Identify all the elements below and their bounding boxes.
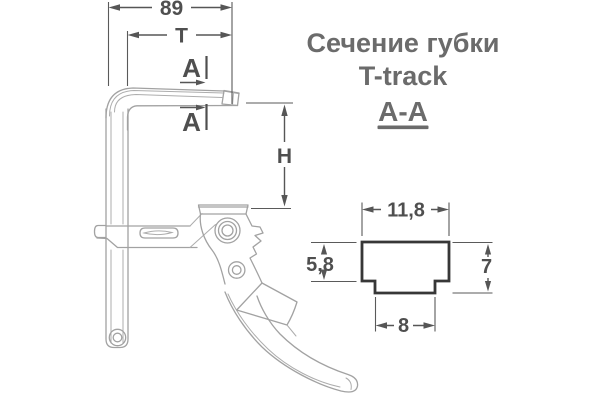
dimension-89: 89 bbox=[107, 0, 233, 104]
arrowhead-left-icon bbox=[108, 4, 120, 11]
jaw-bend-second-edge bbox=[109, 89, 225, 117]
arrowhead-left-icon bbox=[362, 206, 374, 213]
handle-outer-edge bbox=[224, 291, 359, 393]
dimension-T: T bbox=[126, 25, 232, 86]
lever-pin-inner bbox=[231, 265, 242, 275]
section-ref-label: A-A bbox=[378, 96, 428, 127]
release-blade-edge bbox=[286, 324, 297, 337]
arrowhead-left-icon bbox=[375, 322, 387, 329]
jaw-outer-edge bbox=[105, 87, 240, 119]
page-subtitle: T-track bbox=[359, 61, 449, 91]
fixed-jaw-arm bbox=[105, 87, 240, 131]
section-view: 11,8 5,8 7 bbox=[306, 200, 493, 337]
section-ref-underline bbox=[377, 125, 429, 130]
slide-arm-slot bbox=[139, 227, 179, 239]
section-cut-marker-bottom: A bbox=[180, 104, 208, 137]
slide-arm-bottom-edge bbox=[96, 237, 198, 249]
body-left-edge bbox=[199, 213, 226, 285]
section-cut-label-bottom: A bbox=[182, 107, 201, 137]
rail-hole-outer bbox=[108, 328, 127, 347]
dim-top-width-label: 11,8 bbox=[387, 200, 425, 222]
dimension-7: 7 bbox=[452, 241, 493, 294]
dim-H-label: H bbox=[277, 145, 292, 168]
lever-handle bbox=[224, 282, 359, 393]
arrowhead-up-icon bbox=[320, 244, 328, 255]
lever-pin-outer bbox=[227, 261, 246, 279]
view-direction-arrow-icon bbox=[196, 104, 206, 111]
arrowhead-down-icon bbox=[484, 281, 492, 292]
arrowhead-down-icon bbox=[320, 269, 328, 280]
lever-mechanism bbox=[189, 204, 264, 285]
page-title: Сечение губки bbox=[306, 28, 499, 58]
jaw-bottom-edge bbox=[126, 104, 239, 131]
view-direction-arrow-icon bbox=[196, 79, 206, 86]
release-blade bbox=[236, 282, 298, 326]
dim-89-label: 89 bbox=[160, 0, 183, 20]
jaw-face-edge bbox=[114, 93, 223, 113]
jaw-profile-shape bbox=[360, 240, 451, 295]
slide-arm-slot-inner bbox=[142, 230, 174, 236]
dimension-5-8: 5,8 bbox=[306, 241, 357, 283]
dim-T-label: T bbox=[175, 25, 188, 48]
dimension-11-8: 11,8 bbox=[361, 200, 450, 236]
pivot-pin-outer bbox=[214, 217, 241, 244]
rail-outline bbox=[105, 108, 129, 349]
pivot-pin-mid bbox=[217, 220, 238, 241]
arrowhead-up-icon bbox=[484, 244, 492, 255]
handle-inner-line bbox=[227, 293, 341, 388]
slide-bracket-tab bbox=[93, 224, 107, 239]
arrowhead-up-icon bbox=[281, 104, 288, 116]
dim-left-height-label: 5,8 bbox=[306, 254, 334, 276]
jaw-tip-seam bbox=[232, 92, 234, 106]
clamp-drawing bbox=[93, 87, 359, 393]
arrowhead-right-icon bbox=[423, 322, 435, 329]
dimension-H: H bbox=[246, 102, 293, 210]
title-block: Сечение губки T-track A-A bbox=[306, 28, 500, 130]
strut-line-lower bbox=[189, 224, 216, 248]
arrowhead-right-icon bbox=[437, 206, 449, 213]
sliding-arm bbox=[93, 224, 198, 249]
clamp-rail bbox=[105, 108, 129, 349]
dimension-8: 8 bbox=[374, 297, 436, 337]
rail-hole-inner bbox=[112, 332, 123, 343]
handle-tip-cap bbox=[345, 377, 352, 390]
anvil-plate bbox=[197, 204, 249, 215]
jaw-tip-pad bbox=[221, 89, 240, 107]
pivot-pin-inner bbox=[221, 224, 234, 237]
body-right-edge bbox=[245, 213, 264, 284]
dim-bottom-width-label: 8 bbox=[398, 315, 409, 337]
dim-right-height-label: 7 bbox=[481, 256, 492, 278]
arrowhead-left-icon bbox=[127, 31, 139, 39]
arrowhead-right-icon bbox=[220, 31, 232, 39]
arrowhead-right-icon bbox=[220, 4, 232, 11]
arrowhead-down-icon bbox=[281, 195, 288, 207]
section-cut-label-top: A bbox=[182, 53, 201, 83]
section-cut-marker-top: A bbox=[180, 53, 208, 86]
